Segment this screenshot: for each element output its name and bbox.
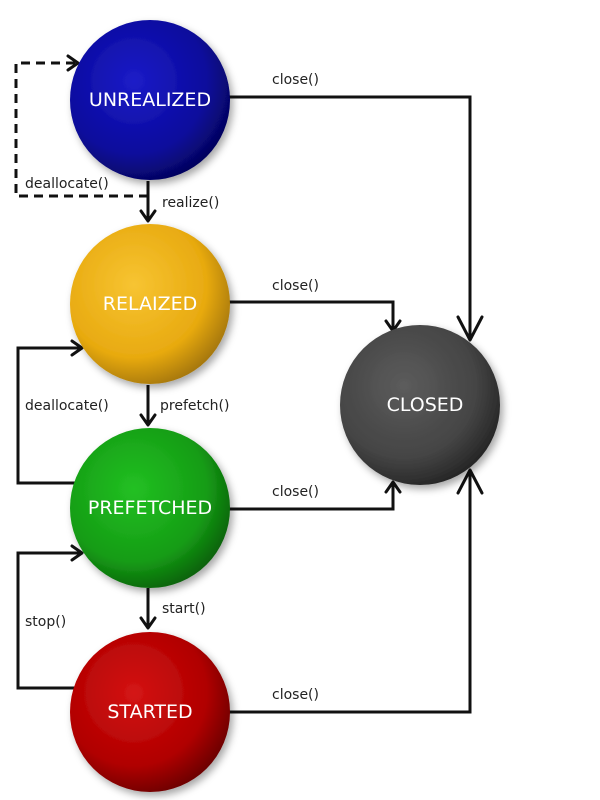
edge-close-started <box>228 472 472 714</box>
arrowhead-realize <box>139 209 157 223</box>
label-realize: realize() <box>162 195 219 211</box>
label-deallocate-unrealized: deallocate() <box>25 176 109 192</box>
label-close-realized: close() <box>272 278 319 294</box>
arrowhead-close-unrealized <box>456 315 484 342</box>
arrowhead-prefetch <box>139 413 157 427</box>
state-realized-label: RELAIZED <box>103 293 197 315</box>
state-started-label: STARTED <box>107 701 192 723</box>
state-realized-circle <box>70 224 230 384</box>
state-started-circle <box>70 632 230 792</box>
label-start: start() <box>162 601 206 617</box>
arrowhead-close-started <box>456 468 484 495</box>
arrowhead-start <box>139 616 157 630</box>
state-realized: RELAIZED <box>70 224 230 384</box>
state-closed: CLOSED <box>340 325 500 485</box>
state-closed-label: CLOSED <box>387 394 464 416</box>
label-close-started: close() <box>272 687 319 703</box>
state-unrealized: UNREALIZED <box>70 20 230 180</box>
edge-close-unrealized <box>228 95 472 338</box>
arrowhead-deallocate-prefetched <box>70 339 84 357</box>
arrowhead-stop <box>70 544 84 562</box>
edge-stop <box>16 551 82 690</box>
state-prefetched-label: PREFETCHED <box>88 497 212 519</box>
edge-close-prefetched <box>228 482 395 511</box>
label-stop: stop() <box>25 614 66 630</box>
edge-deallocate-unrealized <box>14 61 148 198</box>
arrowhead-close-prefetched <box>384 480 402 494</box>
label-deallocate-prefetched: deallocate() <box>25 398 109 414</box>
label-close-prefetched: close() <box>272 484 319 500</box>
state-unrealized-circle <box>70 20 230 180</box>
label-prefetch: prefetch() <box>160 398 229 414</box>
state-prefetched-circle <box>70 428 230 588</box>
arrowhead-deallocate-unrealized <box>66 54 80 72</box>
state-unrealized-label: UNREALIZED <box>89 89 211 111</box>
edge-deallocate-prefetched <box>16 346 82 485</box>
state-started: STARTED <box>70 632 230 792</box>
state-closed-circle <box>340 325 500 485</box>
label-close-unrealized: close() <box>272 72 319 88</box>
state-prefetched: PREFETCHED <box>70 428 230 588</box>
edge-close-realized <box>228 300 395 330</box>
